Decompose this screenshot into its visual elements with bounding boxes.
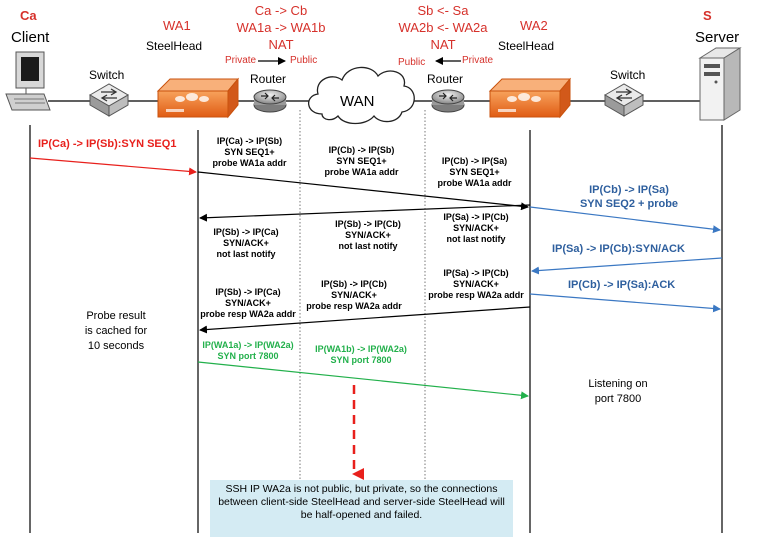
arrow-probe-response: [199, 306, 531, 334]
client-label: Client: [11, 29, 50, 46]
msg-port-seg2: IP(WA1b) -> IP(WA2a) SYN port 7800: [315, 344, 407, 365]
router-left-icon: [253, 89, 287, 113]
steelhead-wa2-icon: [488, 77, 572, 119]
message-arrows: [29, 157, 723, 480]
msg-syn-client: IP(Ca) -> IP(Sb):SYN SEQ1: [38, 138, 177, 150]
arrow-not-last-notify: [199, 204, 531, 222]
arrow-syn-forward: [197, 171, 529, 211]
server-code: S: [703, 8, 712, 23]
router-right-label: Router: [427, 72, 464, 86]
client-computer-icon: [5, 51, 51, 111]
switch-left-label: Switch: [89, 68, 125, 82]
msg-syn-seg1: IP(Ca) -> IP(Sb) SYN SEQ1+ probe WA1a ad…: [212, 136, 287, 168]
router-right-icon: [431, 89, 465, 113]
arrow-syn-client: [29, 157, 197, 176]
nat-left-label: Ca -> Cb WA1a -> WA1b NAT: [236, 3, 326, 52]
wa1-code: WA1: [163, 18, 191, 33]
steelhead-wa1-icon: [156, 77, 240, 119]
msg-notify-seg3: IP(Sa) -> IP(Cb) SYN/ACK+ not last notif…: [443, 212, 509, 244]
msg-ack-server: IP(Cb) -> IP(Sa):ACK: [568, 279, 676, 291]
msg-syn-seg3: IP(Cb) -> IP(Sa) SYN SEQ1+ probe WA1a ad…: [437, 156, 512, 188]
wa2-label: SteelHead: [498, 39, 555, 53]
router-left-label: Router: [250, 72, 287, 86]
msg-port-seg1: IP(WA1a) -> IP(WA2a) SYN port 7800: [202, 340, 294, 361]
nat-left-private: Private: [225, 55, 257, 66]
msg-resp-seg1: IP(Sb) -> IP(Ca) SYN/ACK+ probe resp WA2…: [200, 287, 296, 319]
switch-right-icon: [604, 83, 644, 117]
nat-left-public: Public: [290, 55, 318, 66]
msg-resp-seg3: IP(Sa) -> IP(Cb) SYN/ACK+ probe resp WA2…: [428, 268, 524, 300]
wan-label: WAN: [340, 93, 375, 110]
switch-right-label: Switch: [610, 68, 646, 82]
nat-right-label: Sb <- Sa WA2b <- WA2a NAT: [398, 3, 488, 52]
arrow-syn-port-7800: [197, 361, 529, 400]
nat-right-private: Private: [462, 55, 494, 66]
lifelines: [29, 110, 723, 533]
msg-syn-server: IP(Cb) -> IP(Sa) SYN SEQ2 + probe: [579, 184, 679, 210]
switch-left-icon: [89, 83, 129, 117]
arrow-synack-server: [531, 257, 723, 275]
half-open-callout: SSH IP WA2a is not public, but private, …: [210, 480, 513, 537]
msg-notify-seg2: IP(Sb) -> IP(Cb) SYN/ACK+ not last notif…: [335, 219, 401, 251]
msg-syn-seg2: IP(Cb) -> IP(Sb) SYN SEQ1+ probe WA1a ad…: [324, 145, 399, 177]
msg-resp-seg2: IP(Sb) -> IP(Cb) SYN/ACK+ probe resp WA2…: [306, 279, 402, 311]
arrow-syn-server: [529, 206, 721, 234]
server-label: Server: [695, 29, 740, 46]
probe-cache-note: Probe result is cached for 10 seconds: [84, 310, 148, 352]
server-icon: [698, 47, 742, 121]
nat-right-public: Public: [398, 57, 426, 68]
wan-cloud-icon: [308, 66, 415, 125]
wa2-code: WA2: [520, 18, 548, 33]
wa1-label: SteelHead: [146, 39, 203, 53]
listening-note: Listening on port 7800: [588, 378, 648, 405]
arrow-ack-server: [529, 293, 721, 313]
msg-synack-server: IP(Sa) -> IP(Cb):SYN/ACK: [552, 243, 685, 255]
msg-notify-seg1: IP(Sb) -> IP(Ca) SYN/ACK+ not last notif…: [213, 227, 279, 259]
client-code: Ca: [20, 8, 37, 23]
